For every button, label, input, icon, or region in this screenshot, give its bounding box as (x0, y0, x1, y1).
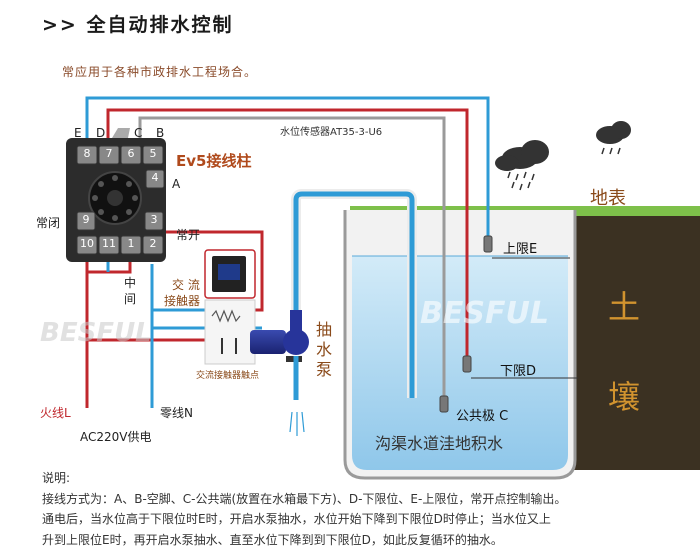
terminal-9: 9 (77, 213, 95, 226)
letter-e: E (74, 126, 82, 140)
watermark-right: BESFUL (420, 296, 549, 331)
live-label: 火线L (40, 404, 71, 421)
soil-label-2: 壤 (608, 372, 640, 418)
terminal-10: 10 (77, 237, 97, 250)
lower-limit-label: 下限D (500, 360, 536, 379)
middle-label-2: 间 (124, 290, 136, 307)
terminal-5: 5 (143, 147, 163, 160)
letter-c: C (134, 126, 142, 140)
terminal-3: 3 (145, 213, 163, 226)
watermark-left: BESFUL (40, 318, 152, 348)
terminal-7: 7 (99, 147, 119, 160)
rain-cloud-icon (495, 140, 549, 190)
relay-title: Ev5接线柱 (176, 150, 251, 171)
letter-b: B (156, 126, 164, 140)
terminal-6: 6 (121, 147, 141, 160)
upper-limit-label: 上限E (503, 238, 537, 257)
upper-electrode (484, 236, 492, 252)
terminal-11: 11 (99, 237, 119, 250)
water-jet-icon (290, 412, 304, 436)
contactor-label-2: 接触器 (164, 292, 200, 309)
letter-d: D (96, 126, 105, 140)
contactor-label-1: 交 流 (172, 276, 200, 293)
terminal-2: 2 (143, 237, 163, 250)
terminal-8: 8 (77, 147, 97, 160)
notes-line-3: 升到上限位E时，再开启水泵抽水、直至水位下降到到下限位D，如此反复循环的抽水。 (42, 530, 692, 550)
notes-block: 说明: 接线方式为：A、B-空脚、C-公共端(放置在水箱最下方)、D-下限位、E… (42, 468, 692, 550)
contact-label: 交流接触器触点 (196, 368, 259, 381)
notes-heading: 说明: (42, 468, 692, 489)
middle-label-1: 中 (124, 274, 136, 291)
letter-a: A (172, 177, 180, 191)
terminal-4: 4 (146, 171, 164, 184)
pump-label-3: 泵 (316, 356, 332, 380)
common-label: 公共极 C (456, 405, 508, 424)
pump-motor (250, 330, 286, 354)
water-label: 沟渠水道洼地积水 (375, 430, 503, 454)
pump (250, 310, 309, 362)
small-cloud-icon (596, 121, 631, 154)
normally-closed-label: 常闭 (36, 214, 60, 231)
neutral-label: 零线N (160, 404, 193, 421)
soil-label-1: 土 (608, 282, 640, 328)
terminal-1: 1 (121, 237, 141, 250)
lower-electrode (463, 356, 471, 372)
notes-line-1: 接线方式为：A、B-空脚、C-公共端(放置在水箱最下方)、D-下限位、E-上限位… (42, 489, 692, 510)
normally-open-label: 常开 (176, 226, 200, 243)
sensor-label: 水位传感器AT35-3-U6 (280, 123, 382, 138)
notes-line-2: 通电后，当水位高于下限位时E时，开启水泵抽水，水位开始下降到下限位D时停止；当水… (42, 509, 692, 530)
surface-label: 地表 (590, 184, 626, 210)
supply-label: AC220V供电 (80, 428, 152, 445)
common-electrode (440, 396, 448, 412)
contactor (205, 250, 255, 364)
contact-box (205, 300, 255, 364)
